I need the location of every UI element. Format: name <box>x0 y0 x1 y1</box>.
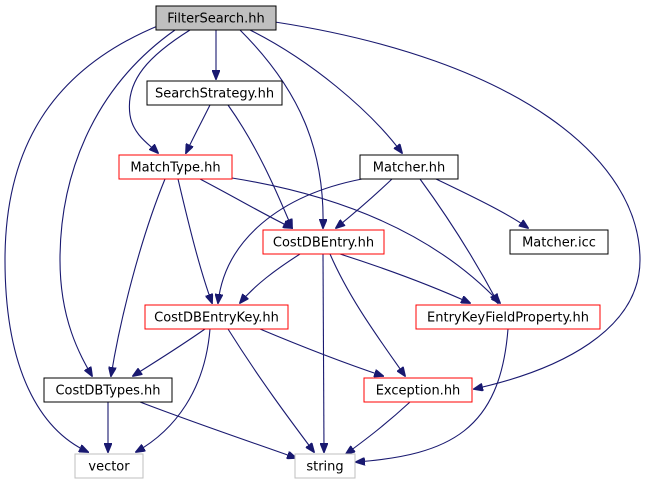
node-label: vector <box>88 460 130 475</box>
edge-arrow <box>239 29 323 228</box>
edge-matchtype-to-entrykeyfieldproperty <box>231 177 500 303</box>
node-box <box>363 377 473 403</box>
edge-matcher-to-entrykeyfieldproperty <box>419 178 498 303</box>
node-filtersearch[interactable]: FilterSearch.hh <box>155 5 277 31</box>
edge-arrow <box>249 29 402 153</box>
node-matchericc[interactable]: Matcher.icc <box>509 229 609 255</box>
edge-arrow <box>111 178 166 376</box>
edge-arrow <box>4 24 161 452</box>
node-box <box>359 154 459 180</box>
node-label: EntryKeyFieldProperty.hh <box>427 311 589 326</box>
node-box <box>415 304 601 330</box>
node-box <box>118 154 233 180</box>
edge-arrow <box>177 178 212 303</box>
edge-matchtype-to-costdbentry <box>199 178 292 228</box>
node-costdbentry[interactable]: CostDBEntry.hh <box>262 229 385 255</box>
edge-arrow <box>128 29 191 153</box>
edge-entrykeyfieldproperty-to-string <box>356 328 509 462</box>
node-matchtype[interactable]: MatchType.hh <box>118 154 233 180</box>
edge-costdbentry-to-costdbentrykey <box>240 253 301 303</box>
nodes-layer: FilterSearch.hhSearchStrategy.hhMatchTyp… <box>43 5 609 479</box>
edge-arrow <box>227 328 314 452</box>
edge-matcher-to-matchericc <box>435 178 528 228</box>
node-label: CostDBTypes.hh <box>55 384 160 399</box>
edge-arrow <box>186 104 211 153</box>
edge-matchtype-to-costdbtypes <box>111 178 166 376</box>
edge-costdbentry-to-string <box>323 253 324 452</box>
node-label: FilterSearch.hh <box>167 12 264 27</box>
node-box <box>294 453 356 479</box>
edge-matcher-to-costdbentrykey <box>218 178 363 303</box>
node-box <box>43 377 173 403</box>
edge-arrow <box>336 178 393 228</box>
edge-arrow <box>356 328 509 462</box>
edge-costdbentrykey-to-vector <box>136 328 211 452</box>
edge-arrow <box>136 328 211 452</box>
edge-arrow <box>323 253 324 452</box>
node-string: string <box>294 453 356 479</box>
edge-arrow <box>435 178 528 228</box>
node-box <box>509 229 609 255</box>
node-box <box>262 229 385 255</box>
node-vector: vector <box>74 453 144 479</box>
edge-arrow <box>259 328 383 376</box>
edge-arrow <box>133 328 206 376</box>
node-label: string <box>306 460 343 475</box>
edge-matchtype-to-costdbentrykey <box>177 178 212 303</box>
node-entrykeyfieldproperty[interactable]: EntryKeyFieldProperty.hh <box>415 304 601 330</box>
node-box <box>146 80 283 106</box>
edge-arrow <box>419 178 498 303</box>
edge-arrow <box>59 29 176 376</box>
edge-filtersearch-to-matcher <box>249 29 402 153</box>
node-label: Matcher.hh <box>373 161 445 176</box>
node-label: MatchType.hh <box>130 161 220 176</box>
node-label: Matcher.icc <box>522 236 596 251</box>
edge-costdbentrykey-to-costdbtypes <box>133 328 206 376</box>
node-matcher[interactable]: Matcher.hh <box>359 154 459 180</box>
edges-layer <box>4 21 641 462</box>
edge-arrow <box>240 253 301 303</box>
node-searchstrategy[interactable]: SearchStrategy.hh <box>146 80 283 106</box>
node-box <box>144 304 289 330</box>
node-exception[interactable]: Exception.hh <box>363 377 473 403</box>
edge-filtersearch-to-exception <box>274 21 641 389</box>
node-box <box>155 5 277 31</box>
node-box <box>74 453 144 479</box>
edge-filtersearch-to-costdbtypes <box>59 29 176 376</box>
edge-arrow <box>231 177 500 303</box>
edge-exception-to-string <box>346 401 411 454</box>
edge-arrow <box>346 401 411 454</box>
edge-searchstrategy-to-matchtype <box>186 104 211 153</box>
edge-filtersearch-to-costdbentry <box>239 29 323 228</box>
node-label: CostDBEntryKey.hh <box>154 311 279 326</box>
node-label: CostDBEntry.hh <box>273 236 374 251</box>
edge-searchstrategy-to-costdbentry <box>227 104 292 228</box>
edge-costdbentry-to-exception <box>329 253 405 376</box>
edge-arrow <box>199 178 292 228</box>
edge-costdbentrykey-to-exception <box>259 328 383 376</box>
node-label: SearchStrategy.hh <box>155 87 274 102</box>
edge-arrow <box>274 21 641 389</box>
node-label: Exception.hh <box>376 384 461 399</box>
node-costdbentrykey[interactable]: CostDBEntryKey.hh <box>144 304 289 330</box>
edge-filtersearch-to-vector <box>4 24 161 452</box>
edge-costdbtypes-to-string <box>139 401 296 458</box>
edge-matcher-to-costdbentry <box>336 178 393 228</box>
node-costdbtypes[interactable]: CostDBTypes.hh <box>43 377 173 403</box>
edge-arrow <box>329 253 405 376</box>
edge-costdbentrykey-to-string <box>227 328 314 452</box>
edge-arrow <box>218 178 363 303</box>
edge-filtersearch-to-matchtype <box>128 29 191 153</box>
edge-arrow <box>227 104 292 228</box>
edge-arrow <box>339 253 470 303</box>
edge-arrow <box>139 401 296 458</box>
edge-costdbentry-to-entrykeyfieldproperty <box>339 253 470 303</box>
